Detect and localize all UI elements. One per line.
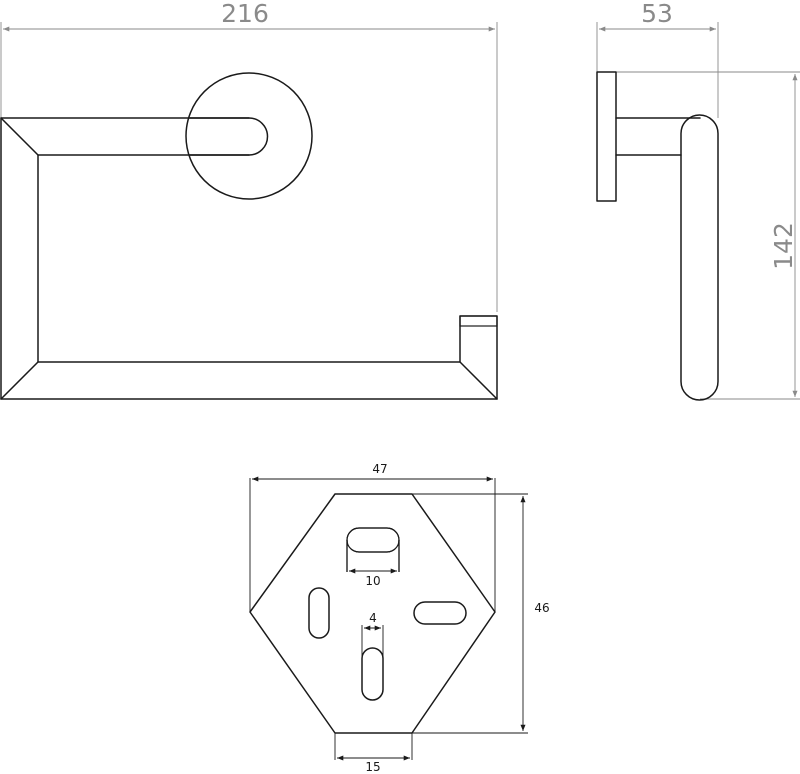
plate-width-dimension: 47: [249, 462, 496, 612]
bottom-flat-label: 15: [365, 760, 380, 774]
lower-slot: 4: [361, 611, 384, 701]
top-slot-label: 10: [365, 574, 380, 588]
right-slot: [413, 601, 467, 625]
front-view: 216: [0, 0, 498, 400]
plate-height-label: 46: [534, 601, 549, 615]
side-height-dimension: 142: [616, 71, 800, 400]
side-view: 53 142: [596, 0, 800, 401]
bottom-flat-dimension: 15: [334, 733, 413, 774]
side-depth-label: 53: [641, 0, 673, 28]
bar-end-cap: [459, 315, 498, 327]
side-wall-plate: [596, 71, 617, 202]
top-slot: 10: [346, 527, 400, 588]
side-depth-dimension: 53: [596, 0, 719, 118]
holder-bar: [0, 117, 498, 400]
side-bar: [680, 114, 719, 401]
left-slot: [308, 587, 330, 639]
lower-slot-label: 4: [369, 611, 377, 625]
side-height-label: 142: [769, 222, 798, 270]
wall-plate-detail: 47 46 10 4: [249, 462, 550, 774]
plate-width-label: 47: [372, 462, 387, 476]
plate-height-dimension: 46: [412, 493, 550, 734]
front-width-dimension: 216: [0, 0, 498, 312]
wall-rosette: [185, 72, 313, 200]
side-arm: [615, 117, 701, 156]
front-width-label: 216: [221, 0, 269, 28]
